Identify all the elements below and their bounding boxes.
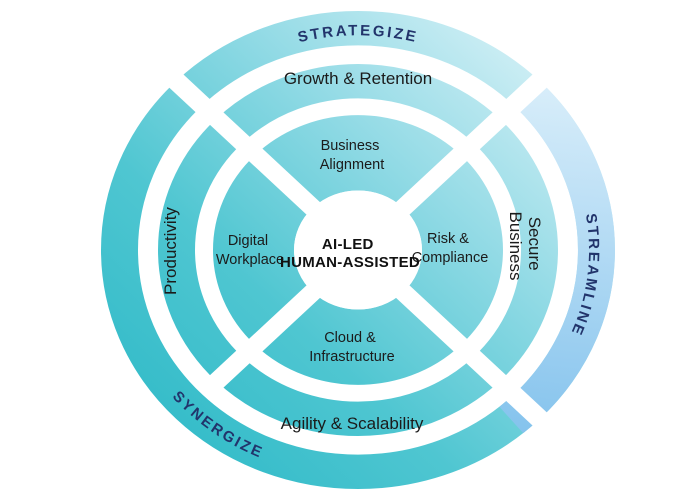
inner-label-business-alignment: Business Alignment (320, 138, 384, 173)
inner-label-cloud-infrastructure: Cloud & Infrastructure (309, 330, 394, 365)
middle-ring (158, 63, 558, 437)
middle-label-growth-retention: Growth & Retention (284, 69, 432, 88)
middle-label-secure-business: Secure Business (506, 212, 544, 281)
inner-label-risk-compliance: Risk & Compliance (412, 231, 489, 266)
center-circle (294, 190, 422, 310)
middle-label-agility-scalability: Agility & Scalability (281, 414, 424, 433)
center-label-ai-led-human-assisted: AI-LED HUMAN-ASSISTED (280, 236, 420, 271)
outer-gap-bottom-right (499, 381, 558, 436)
middle-label-productivity: Productivity (161, 207, 180, 295)
rings-group (101, 10, 615, 490)
inner-ring (213, 115, 503, 385)
outer-ring-streamline-segment (499, 81, 615, 434)
outer-gap-top-right (499, 64, 558, 119)
outer-gap-top-left (158, 64, 217, 119)
inner-label-digital-workplace: Digital Workplace (216, 233, 284, 268)
